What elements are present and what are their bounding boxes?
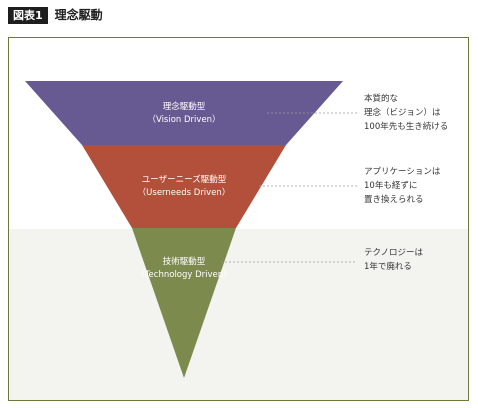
note-userneeds: アプリケーションは 10年も経ずに 置き換えられる [364, 165, 440, 207]
note-technology: テクノロジーは 1年で廃れる [364, 246, 423, 274]
tier-vision-english: （Vision Driven） [147, 115, 221, 125]
tier-technology-english: （Technology Driven） [136, 270, 232, 280]
note-userneeds-line: 置き換えられる [364, 195, 424, 205]
figure-title: 理念駆動 [54, 7, 103, 22]
note-userneeds-line: アプリケーションは [364, 167, 441, 177]
tier-userneeds-name: ユーザーニーズ駆動型 [141, 175, 227, 185]
tier-technology-label: 技術駆動型 （Technology Driven） [114, 256, 254, 282]
inverted-pyramid [25, 81, 357, 378]
diagram-frame: 理念駆動型 （Vision Driven） ユーザーニーズ駆動型 （Userne… [8, 37, 469, 401]
tier-vision-name: 理念駆動型 [162, 102, 206, 112]
tier-userneeds-label: ユーザーニーズ駆動型 （Userneeds Driven） [114, 174, 254, 200]
tier-technology-shape [132, 228, 236, 378]
figure-tag: 図表1 [8, 6, 48, 24]
note-technology-line: テクノロジーは [364, 248, 423, 258]
tier-vision-label: 理念駆動型 （Vision Driven） [114, 101, 254, 127]
tier-userneeds-english: （Userneeds Driven） [137, 188, 231, 198]
note-vision-line: 本質的な [364, 94, 399, 104]
tier-technology-name: 技術駆動型 [162, 257, 206, 267]
note-vision-line: 理念（ビジョン）は [364, 108, 441, 118]
tier-vision-shape [25, 81, 343, 145]
figure-header: 図表1 理念駆動 [8, 6, 103, 24]
note-technology-line: 1年で廃れる [364, 262, 412, 272]
note-vision-line: 100年先も生き続ける [364, 122, 449, 132]
tier-userneeds-shape [82, 145, 286, 228]
background-band [9, 229, 468, 400]
note-userneeds-line: 10年も経ずに [364, 181, 418, 191]
note-vision: 本質的な 理念（ビジョン）は 100年先も生き続ける [364, 92, 448, 134]
